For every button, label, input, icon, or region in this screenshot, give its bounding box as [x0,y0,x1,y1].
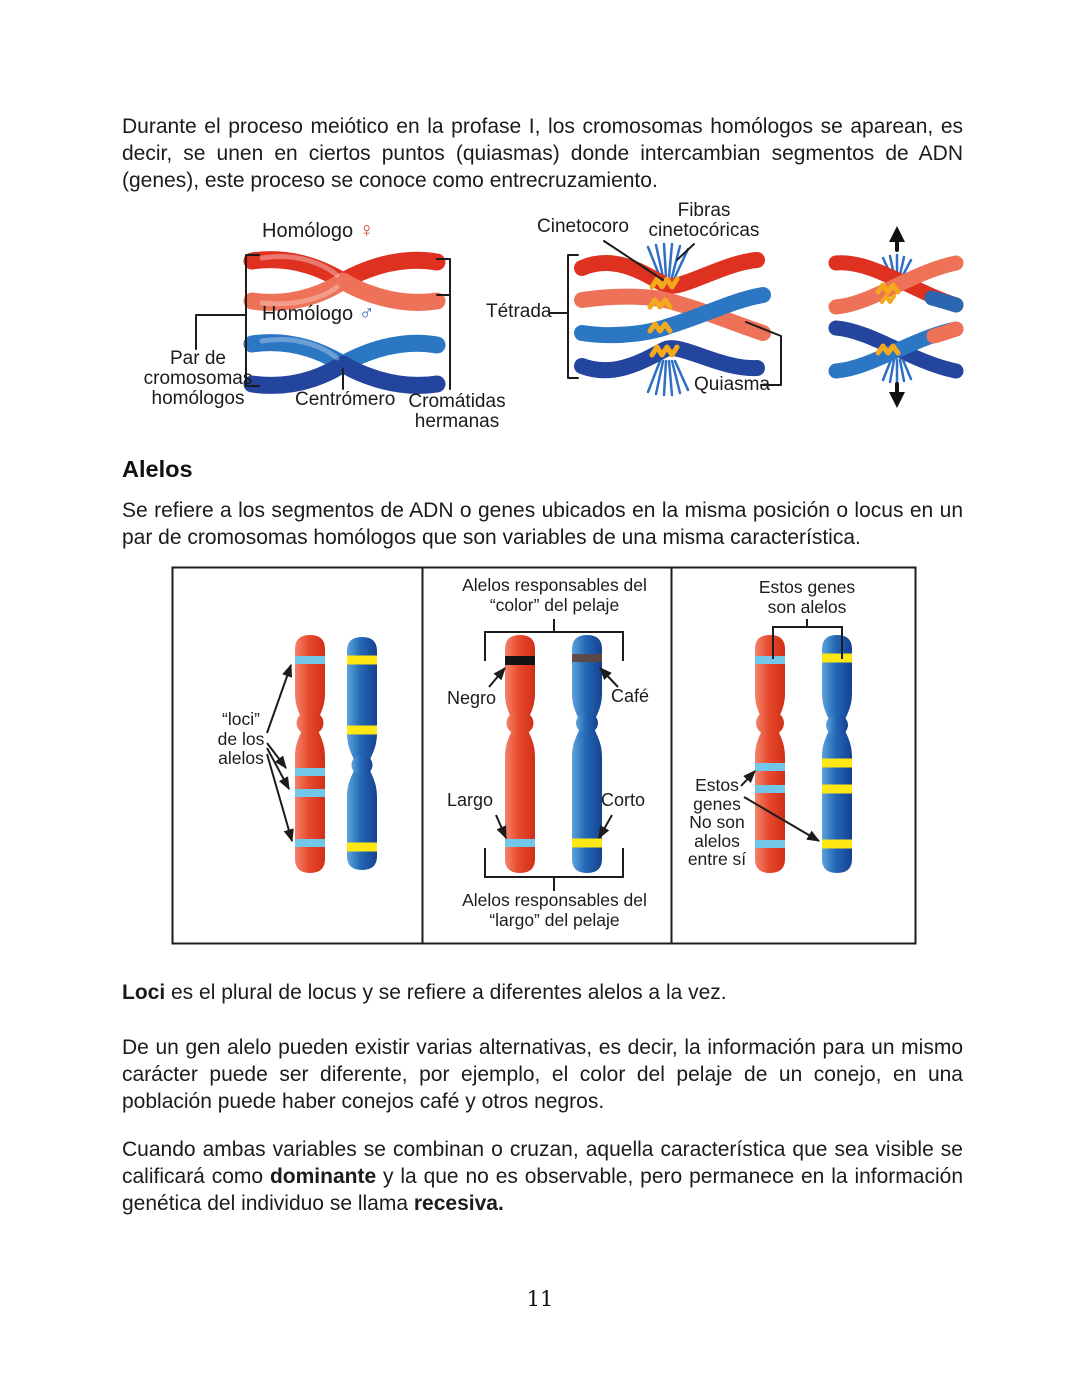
panel3-chromosomes [740,619,852,873]
color-alleles-title: Alelos responsables del “color” del pela… [462,575,647,615]
centromere-label: Centrómero [295,389,396,410]
chiasma-label: Quiasma [694,374,771,395]
tetrad-diagram [548,240,782,397]
length-alleles-title: Alelos responsables del “largo” del pela… [462,890,647,930]
cafe-label: Café [611,686,650,706]
male-symbol: ♂ [358,302,375,325]
loci-paragraph: Loci es el plural de locus y se refiere … [122,981,727,1004]
loci-bold: Loci [122,981,166,1004]
chromatids-bracket [436,258,451,296]
loci-arrows [266,663,294,843]
negro-label: Negro [447,688,497,708]
homolog-male-label: Homólogo ♂ [262,302,375,325]
pair-bracket [245,254,260,387]
page-number: 11 [526,1287,554,1311]
loci-label: “loci” de los alelos [217,709,265,768]
gen-paragraph: De un gen alelo pueden existir varias al… [122,1036,963,1113]
homolog-female-label: Homólogo ♀ [262,219,375,242]
pair-label: Par de cromosomas homólogos [143,348,253,409]
tetrad-label: Tétrada [486,301,552,322]
alelos-paragraph: Se refiere a los segmentos de ADN o gene… [122,499,963,549]
dominante-bold: dominante [269,1165,377,1188]
section-heading-alelos: Alelos [122,456,193,482]
kinetochore-fibers-label: Fibras cinetocóricas [648,200,760,241]
alleles-figure-box [171,566,917,945]
kinetochore-pointer [603,240,664,281]
chiasma-pointer [745,321,782,386]
largo-label: Largo [447,790,494,810]
non-alleles-label: Estos genes No son alelos entre sí [687,775,747,869]
panel2-chromosomes [484,619,624,891]
homologous-pair-diagram [195,251,451,394]
corto-label: Corto [601,790,646,810]
female-symbol: ♀ [358,219,375,242]
tetrad-bracket [567,254,579,379]
down-arrow [889,392,905,408]
recesiva-bold: recesiva. [413,1192,504,1215]
dominante-paragraph: Cuando ambas variables se combinan o cru… [122,1138,963,1215]
fibers-pointer [676,243,695,261]
kinetochore-marks [649,276,680,290]
intro-paragraph: Durante el proceso meiótico en la profas… [122,115,963,192]
up-arrow [889,226,905,242]
these-genes-title: Estos genes son alelos [758,577,856,617]
kinetochore-label: Cinetocoro [537,216,629,237]
panel1-chromosomes [266,635,377,873]
separation-diagram [828,226,964,408]
sister-chromatids-label: Cromátidas hermanas [408,391,506,432]
